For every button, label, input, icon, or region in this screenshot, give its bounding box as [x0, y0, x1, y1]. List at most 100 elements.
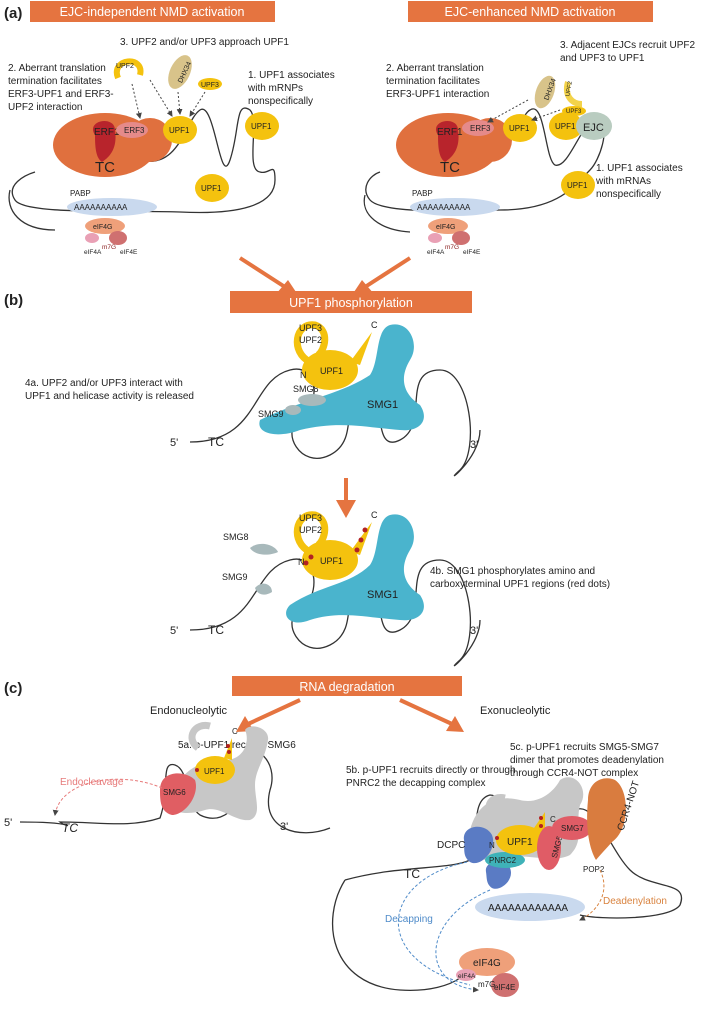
a-right-upf1-1-label: UPF1 [509, 124, 530, 133]
b-lower-smg1: SMG1 [367, 589, 398, 601]
b-lower-phospho-dot-4 [358, 537, 364, 543]
banner-ejc-enhanced: EJC-enhanced NMD activation [408, 1, 653, 22]
a-left-polya-shape [67, 198, 157, 216]
c-step5c-line1: 5c. p-UPF1 recruits SMG5-SMG7 [510, 742, 659, 753]
a-left-step2-line2: termination facilitates [8, 76, 102, 87]
c-right-eif4g-shape [459, 948, 515, 976]
b-lower-upf1-shape [302, 540, 358, 580]
a-left-polya: AAAAAAAAAA [74, 203, 128, 212]
a-left-upf1-2 [245, 112, 279, 140]
a-left-step1-line2: with mRNPs [247, 83, 303, 94]
a-left-upf3-shape [198, 78, 222, 90]
b-lower-complex: 4b. SMG1 phosphorylates amino and carbox… [170, 510, 610, 667]
a-left-upf1-2-label: UPF1 [251, 122, 272, 131]
b-lower-upf3: UPF3 [299, 513, 322, 523]
a-left-mrna-tail [8, 189, 56, 231]
c-left-tc: TC [62, 821, 78, 835]
b-upper-upf3: UPF3 [299, 323, 322, 333]
a-right-upf3: UPF3 [566, 109, 582, 115]
c-right-smg5-shape [537, 826, 561, 870]
a-left-step2-line4: UPF2 interaction [8, 102, 82, 113]
a-right-erf3: ERF3 [470, 124, 491, 133]
a-right-ejc: EJC [583, 122, 604, 134]
banner-rna-degradation: RNA degradation [232, 676, 462, 696]
c-right-decapping-curve-2 [435, 889, 491, 993]
a-right-step1-line3: nonspecifically [596, 189, 661, 200]
a-right-step2-line2: termination facilitates [386, 76, 480, 87]
b-upper-smg9: SMG9 [258, 409, 284, 419]
c-left-endocleavage: Endocleavage [60, 777, 124, 788]
a-left-step3: 3. UPF2 and/or UPF3 approach UPF1 [120, 37, 289, 48]
b-upper-c-term [350, 332, 372, 365]
c-right-upf1: UPF1 [507, 837, 533, 848]
c-right-eif4a: eIF4A [458, 973, 476, 980]
a-left-upf1-3-label: UPF1 [201, 184, 222, 193]
a-left-upf1-3 [195, 174, 229, 202]
b-lower-smg9: SMG9 [222, 572, 248, 582]
c-step5c-line3: through CCR4-NOT complex [510, 768, 638, 779]
b-upper-smg1: SMG1 [367, 399, 398, 411]
a-left-dash-2 [149, 79, 173, 117]
c-right-phospho-2 [539, 824, 543, 828]
a-right-eif4g: eIF4G [436, 224, 455, 231]
b-upper-smg9-shape [285, 405, 301, 415]
c-right-phospho-3 [495, 836, 499, 840]
a-right-tc: TC [440, 159, 460, 176]
a-left-step2-line1: 2. Aberrant translation [8, 63, 106, 74]
c-right-polya: AAAAAAAAAAAA [488, 903, 568, 914]
b-upper-upf2-shape [293, 321, 329, 366]
a-left-upf3: UPF3 [201, 82, 219, 89]
c-right-eif4e: eIF4E [494, 983, 515, 992]
c-arrow-right-head [446, 716, 464, 732]
a-right-dash-2 [531, 109, 561, 122]
c-arrow-right-shaft [399, 698, 453, 726]
c-right-mrna-lower [332, 879, 461, 991]
b-upper-tc: TC [208, 435, 224, 449]
c-left-smg6-shape [160, 773, 196, 815]
c-endonucleolytic: Endonucleolytic [150, 705, 228, 717]
a-right-eif4e-shape [452, 231, 470, 245]
c-left-endocleavage-arrow [52, 778, 163, 816]
banner-ejc-independent: EJC-independent NMD activation [30, 1, 275, 22]
c-right-upf1-shape [496, 825, 544, 855]
b-step4b-line1: 4b. SMG1 phosphorylates amino and [430, 566, 595, 577]
b-upper-smg1-shape [259, 324, 424, 435]
a-left-pabp: PABP [70, 189, 91, 198]
c-left-upf1: UPF1 [204, 767, 225, 776]
b-lower-five-prime: 5' [170, 625, 178, 637]
c-right-eif4a-shape [456, 969, 476, 981]
a-right-upf3-shape [562, 106, 586, 116]
a-right-step1-line2: with mRNAs [595, 176, 651, 187]
panel-a-label: (a) [4, 5, 22, 22]
panel-b-label: (b) [4, 292, 23, 309]
b-lower-phospho-dot-5 [354, 547, 360, 553]
c-left-upf1-shape [195, 756, 235, 784]
b-lower-upf1: UPF1 [320, 556, 343, 566]
a-left-dash-3 [176, 91, 183, 115]
a-right-erf3-shape [462, 120, 494, 136]
a-left-upf1-1-label: UPF1 [169, 126, 190, 135]
a-left-eif4a: eIF4A [84, 249, 102, 256]
c-right-polya-shape [475, 893, 585, 921]
a-left-upf2-shape [113, 58, 144, 80]
a-right-pabp: PABP [412, 189, 433, 198]
b-lower-phospho-dot-2 [303, 560, 309, 566]
a-left-upf2: UPF2 [116, 63, 134, 70]
a-left-dash-4 [189, 91, 206, 117]
a-right-upf1-1 [503, 114, 537, 142]
a-right-polya: AAAAAAAAAA [417, 203, 471, 212]
c-exonucleolytic: Exonucleolytic [480, 705, 551, 717]
c-right-dcpc-shape [463, 826, 494, 864]
a-left-eif4e: eIF4E [120, 249, 138, 256]
b-lower-phospho-dot-1 [308, 554, 314, 560]
a-right-eif4e: eIF4E [463, 249, 481, 256]
b-upper-upf2: UPF2 [299, 335, 322, 345]
c-right-tc: TC [404, 867, 420, 881]
a-right-eif4a: eIF4A [427, 249, 445, 256]
b-upper-upf1: UPF1 [320, 366, 343, 376]
c-right-dcpc: DCPC [437, 840, 465, 851]
c-right-decapping-curve-1 [397, 861, 471, 986]
c-right-m7g: m7G [478, 980, 495, 989]
a-arrow-right-shaft [363, 256, 412, 289]
